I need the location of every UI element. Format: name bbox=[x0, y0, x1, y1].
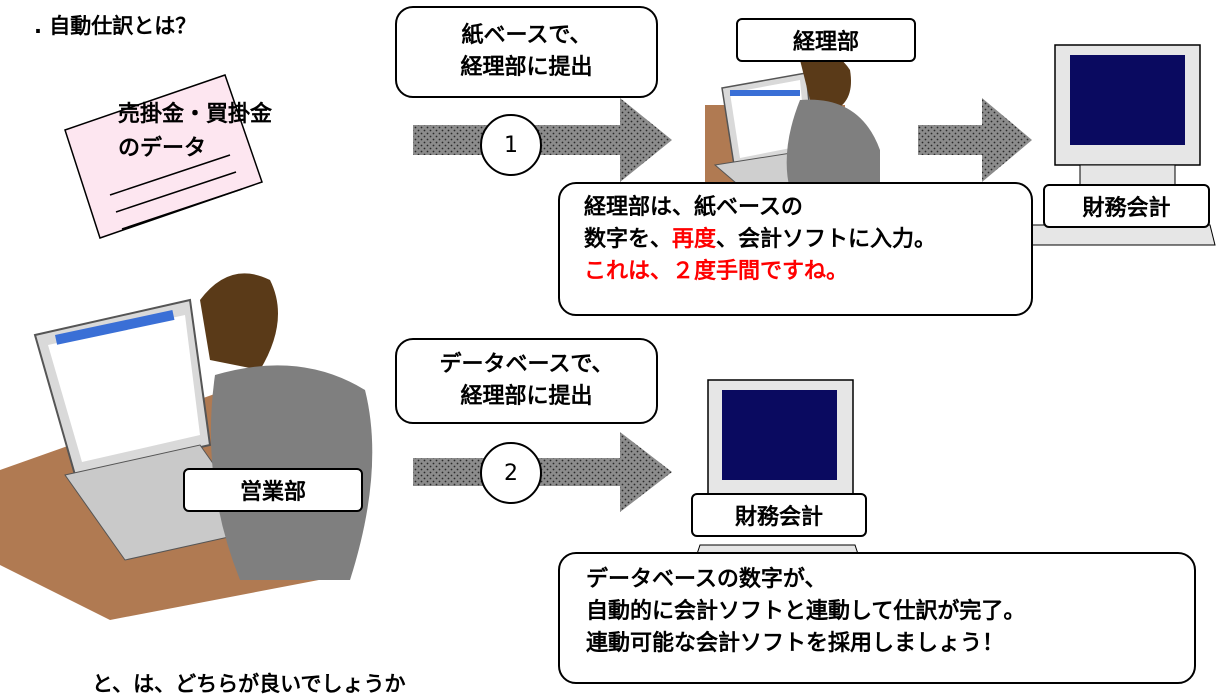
page-title: . 自動仕訳とは？ bbox=[34, 14, 197, 38]
arrow-flow1-right bbox=[918, 98, 1032, 182]
flow1-message-emphasis: 再度 bbox=[672, 227, 717, 252]
flow1-callout: 紙ベースで、 経理部に提出 bbox=[395, 6, 658, 98]
footer-partial-text: と、は、どちらが良いでしょうか bbox=[92, 672, 406, 696]
flow2-callout-line2: 経理部に提出 bbox=[460, 384, 593, 409]
flow1-message: 経理部は、紙ベースの 数字を、再度、会計ソフトに入力。 これは、２度手間ですね。 bbox=[558, 182, 1033, 316]
sales-dept-label: 営業部 bbox=[183, 468, 363, 512]
paper-label-line1: 売掛金・買掛金 bbox=[118, 102, 273, 127]
flow1-message-line2: 数字を、再度、会計ソフトに入力。 bbox=[584, 224, 1031, 256]
flow1-callout-line2: 経理部に提出 bbox=[460, 55, 593, 80]
financial-accounting-label-bottom: 財務会計 bbox=[691, 493, 867, 537]
flow1-message-line1: 経理部は、紙ベースの bbox=[584, 195, 803, 220]
accounting-dept-label: 経理部 bbox=[736, 18, 916, 62]
financial-accounting-label-top: 財務会計 bbox=[1043, 184, 1210, 228]
flow2-message-line2: 自動的に会計ソフトと連動して仕訳が完了。 bbox=[586, 599, 1026, 624]
paper-label: 売掛金・買掛金 のデータ bbox=[118, 98, 272, 166]
flow2-callout: データベースで、 経理部に提出 bbox=[395, 338, 658, 424]
computer-top-icon bbox=[1024, 44, 1216, 246]
flow1-message-line2-c: 、会計ソフトに入力。 bbox=[716, 227, 937, 252]
paper-label-line2: のデータ bbox=[118, 136, 207, 161]
flow2-message: データベースの数字が、 自動的に会計ソフトと連動して仕訳が完了。 連動可能な会計… bbox=[558, 552, 1196, 684]
accounting-worker-illustration bbox=[705, 52, 880, 196]
flow2-message-line3: 連動可能な会計ソフトを採用しましょう！ bbox=[586, 631, 1005, 656]
paper-document-icon bbox=[64, 74, 263, 239]
flow1-message-line2-a: 数字を、 bbox=[584, 227, 673, 252]
flow2-callout-line1: データベースで、 bbox=[439, 352, 614, 377]
flow1-callout-line1: 紙ベースで、 bbox=[461, 23, 592, 48]
flow1-message-line3: これは、２度手間ですね。 bbox=[584, 259, 849, 284]
arrow-flow2 bbox=[413, 432, 672, 512]
flow2-message-line1: データベースの数字が、 bbox=[586, 567, 827, 592]
arrow-flow1-left bbox=[413, 98, 672, 182]
step-2-badge: 2 bbox=[480, 442, 542, 504]
step-1-badge: 1 bbox=[480, 114, 542, 176]
sales-worker-illustration bbox=[0, 273, 373, 620]
